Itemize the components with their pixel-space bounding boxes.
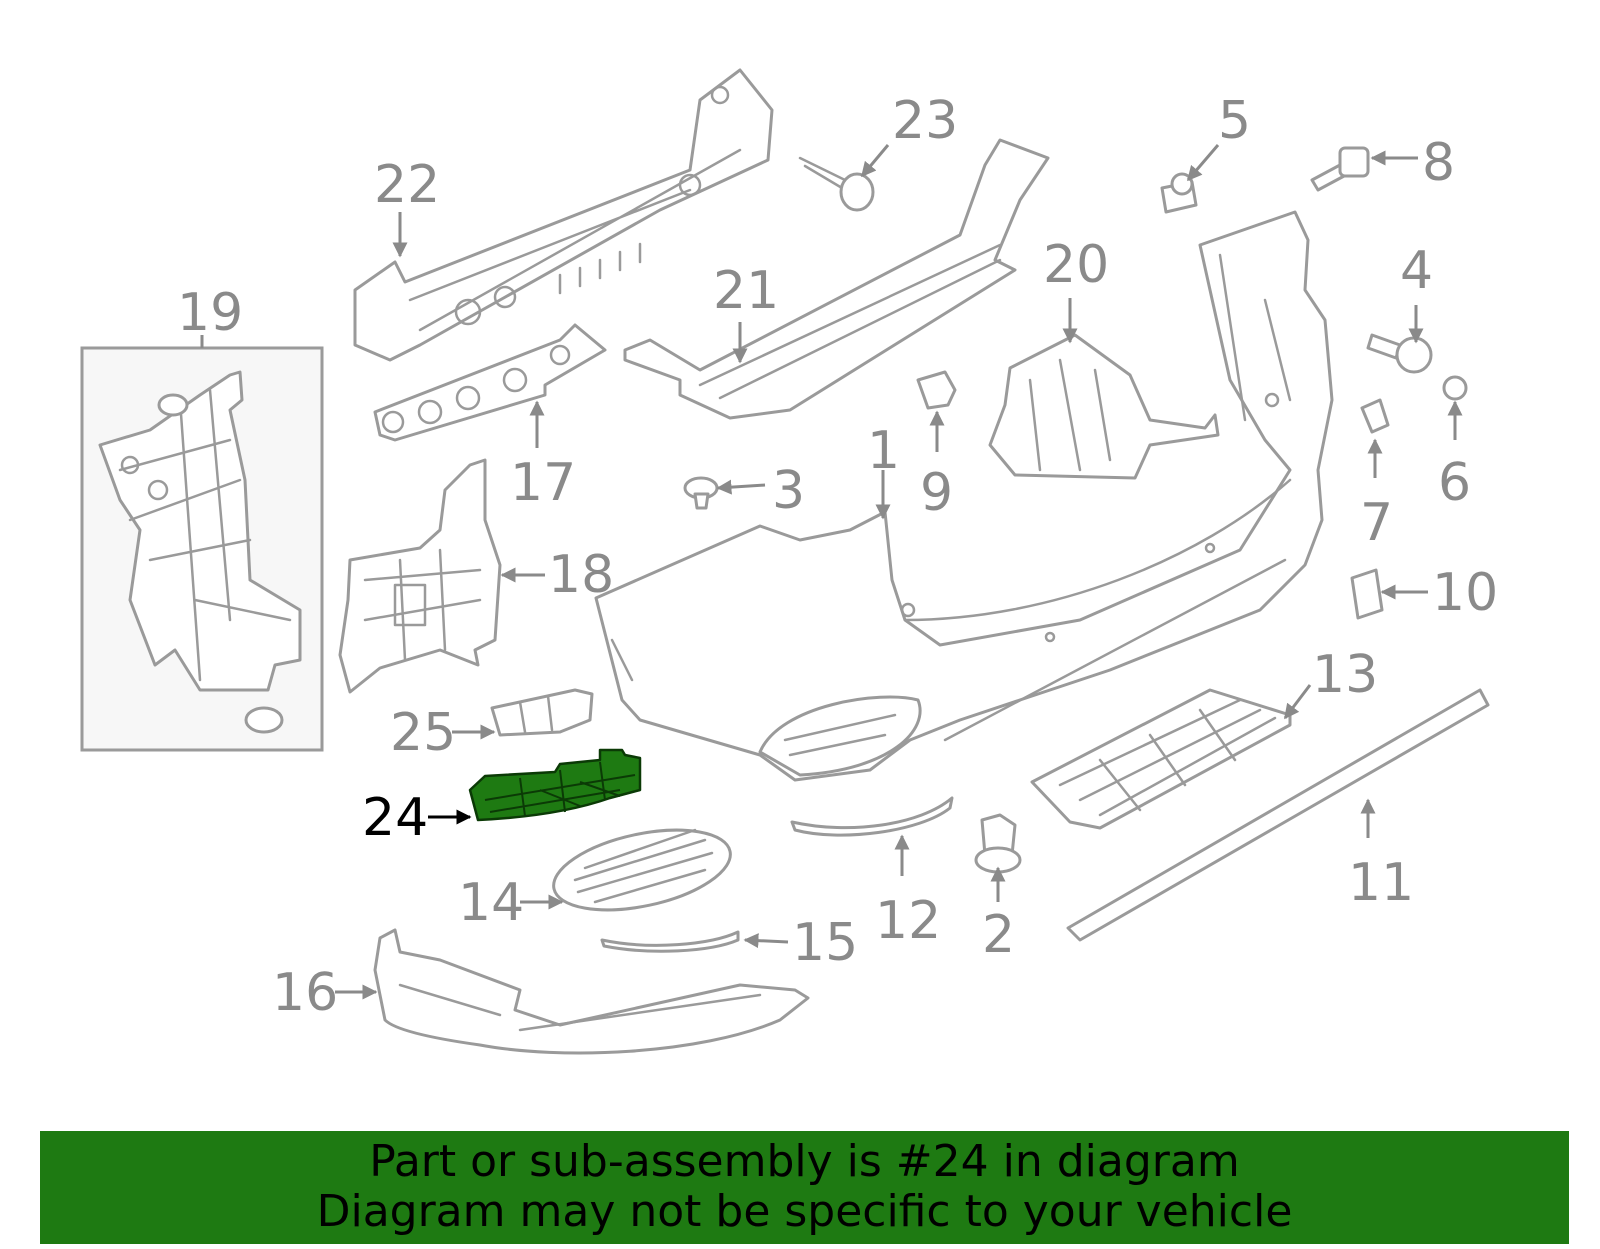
part-3-retainer <box>683 476 719 510</box>
callout-5: 5 <box>1218 91 1251 151</box>
part-6-clip <box>1442 375 1468 401</box>
part-10-cover <box>1350 568 1384 620</box>
leader-lines <box>200 144 1463 1000</box>
part-12-reflector <box>790 796 954 837</box>
part-20-bracket <box>988 333 1220 480</box>
part-13-lower-panel <box>1030 688 1292 830</box>
callout-14: 14 <box>458 873 524 933</box>
callout-19: 19 <box>177 283 243 343</box>
callout-11: 11 <box>1348 853 1414 913</box>
callout-21: 21 <box>713 261 779 321</box>
part-2-nut <box>974 813 1022 874</box>
callout-22: 22 <box>374 155 440 215</box>
callout-24: 24 <box>362 788 428 848</box>
part-7-plug <box>1360 398 1390 434</box>
callout-4: 4 <box>1400 241 1433 301</box>
callout-2: 2 <box>982 905 1015 965</box>
callout-labels: 1 2 3 4 5 6 7 8 9 10 11 12 13 14 15 16 1… <box>177 91 1498 1023</box>
part-17-absorber <box>373 323 607 442</box>
callout-9: 9 <box>920 463 953 523</box>
part-23-tow-eye <box>798 156 875 212</box>
part-11-trim-strip <box>1066 688 1490 942</box>
callout-12: 12 <box>875 891 941 951</box>
part-9-clip <box>916 370 957 410</box>
banner-line-1: Part or sub-assembly is #24 in diagram <box>369 1136 1240 1187</box>
part-8-bolt <box>1310 146 1370 192</box>
callout-6: 6 <box>1438 453 1471 513</box>
part-21-upper-bracket <box>623 138 1050 420</box>
part-5-clip <box>1160 172 1198 214</box>
part-18-side-bracket <box>338 458 502 694</box>
callout-3: 3 <box>772 461 805 521</box>
part-14-grille <box>552 828 732 912</box>
part-24-highlighted-bracket <box>468 748 642 822</box>
callout-10: 10 <box>1432 563 1498 623</box>
callout-1: 1 <box>867 421 900 481</box>
part-19-group <box>80 346 324 752</box>
part-1-bumper-cover <box>594 210 1334 782</box>
banner-line-2: Diagram may not be specific to your vehi… <box>316 1186 1293 1237</box>
part-25-small-bracket <box>490 688 594 737</box>
callout-20: 20 <box>1043 235 1109 295</box>
callout-18: 18 <box>548 545 614 605</box>
part-22-impact-bar <box>353 68 774 362</box>
callout-8: 8 <box>1422 133 1455 193</box>
callout-16: 16 <box>272 963 338 1023</box>
part-16-lower-valance <box>373 928 810 1055</box>
callout-15: 15 <box>792 913 858 973</box>
callout-7: 7 <box>1360 493 1393 553</box>
part-15-strip <box>600 930 740 953</box>
info-banner: Part or sub-assembly is #24 in diagram D… <box>40 1131 1569 1244</box>
callout-23: 23 <box>892 91 958 151</box>
part-4-bolt <box>1366 333 1433 374</box>
callout-25: 25 <box>390 703 456 763</box>
callout-13: 13 <box>1312 645 1378 705</box>
callout-17: 17 <box>510 453 576 513</box>
